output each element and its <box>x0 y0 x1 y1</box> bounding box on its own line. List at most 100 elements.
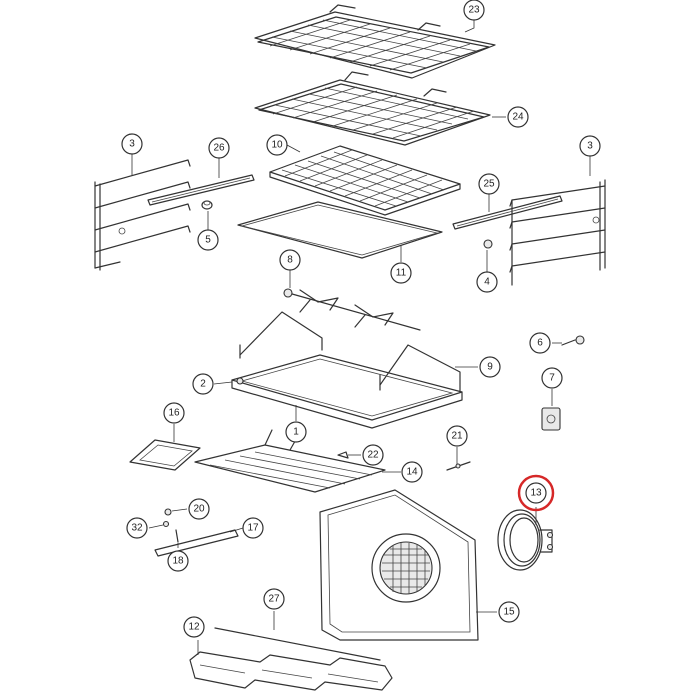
callout-circle <box>507 106 529 128</box>
fan-cover-15 <box>319 489 479 641</box>
callout-number: 6 <box>537 338 543 349</box>
callout-23: 23 <box>463 0 485 21</box>
callout-number: 3 <box>587 141 593 152</box>
highlight-ring <box>517 474 555 512</box>
callout-circle <box>266 134 288 156</box>
callout-circle <box>279 249 301 271</box>
grill-element-14 <box>194 429 386 493</box>
callout-number: 7 <box>549 373 555 384</box>
fastener-5 <box>201 200 213 210</box>
callout-5: 5 <box>197 229 219 251</box>
callout-number: 20 <box>193 504 205 515</box>
callout-27: 27 <box>263 588 285 610</box>
callout-1: 1 <box>285 421 307 443</box>
wire-rack-24 <box>254 71 491 146</box>
callout-25: 25 <box>478 173 500 195</box>
fastener-18 <box>175 529 179 543</box>
strip-17 <box>154 529 239 557</box>
callout-number: 18 <box>172 556 184 567</box>
wire-support-9 <box>239 311 461 393</box>
callout-number: 3 <box>129 139 135 150</box>
callout-number: 32 <box>131 523 143 534</box>
callout-12: 12 <box>183 616 205 638</box>
callout-3: 3 <box>579 135 601 157</box>
callout-circle <box>183 616 205 638</box>
callout-number: 10 <box>271 140 283 151</box>
callout-20: 20 <box>188 498 210 520</box>
callout-number: 12 <box>188 622 200 633</box>
callout-16: 16 <box>163 402 185 424</box>
callout-circle <box>163 402 185 424</box>
screw-32 <box>162 520 170 528</box>
callout-circle <box>390 262 412 284</box>
bottom-element-27 <box>214 627 381 661</box>
callout-circle <box>479 356 501 378</box>
callout-number: 4 <box>484 277 490 288</box>
callout-circle <box>541 367 563 389</box>
callout-number: 27 <box>268 594 280 605</box>
rotisserie-spit-8 <box>283 288 421 331</box>
callout-32: 32 <box>126 517 148 539</box>
fastener-4 <box>483 239 493 249</box>
callout-number: 26 <box>213 143 225 154</box>
callout-10: 10 <box>266 134 288 156</box>
callout-number: 2 <box>200 379 206 390</box>
screw-20 <box>164 508 172 516</box>
callout-17: 17 <box>242 517 264 539</box>
side-rack-right-3 <box>509 179 606 286</box>
wire-rack-23 <box>254 4 496 79</box>
callout-circle <box>525 482 547 504</box>
callout-circle <box>498 601 520 623</box>
callout-22: 22 <box>362 444 384 466</box>
callout-circle <box>197 229 219 251</box>
thermostat-7 <box>541 407 561 431</box>
callout-circle <box>446 425 468 447</box>
callout-18: 18 <box>167 550 189 572</box>
callout-11: 11 <box>390 262 412 284</box>
callout-number: 25 <box>483 179 495 190</box>
callout-number: 24 <box>512 112 524 123</box>
callout-number: 17 <box>247 523 259 534</box>
callout-24: 24 <box>507 106 529 128</box>
circular-heating-element-13 <box>497 509 554 571</box>
callout-3: 3 <box>121 133 143 155</box>
callout-number: 23 <box>468 5 480 16</box>
bracket-21 <box>446 461 471 471</box>
grill-tray-10 <box>269 145 461 216</box>
flat-tray-11 <box>237 201 443 259</box>
callout-26: 26 <box>208 137 230 159</box>
callout-circle <box>188 498 210 520</box>
callout-21: 21 <box>446 425 468 447</box>
callout-6: 6 <box>529 332 551 354</box>
callout-number: 16 <box>168 408 180 419</box>
callout-2: 2 <box>192 373 214 395</box>
callout-number: 22 <box>367 450 379 461</box>
callout-circle <box>285 421 307 443</box>
callout-circle <box>126 517 148 539</box>
callout-circle <box>167 550 189 572</box>
callout-circle <box>529 332 551 354</box>
callout-circle <box>263 588 285 610</box>
callout-14: 14 <box>401 461 423 483</box>
callout-number: 11 <box>396 268 407 279</box>
callout-4: 4 <box>476 271 498 293</box>
callout-8: 8 <box>279 249 301 271</box>
callout-circle <box>579 135 601 157</box>
cover-16 <box>129 439 201 471</box>
callout-number: 13 <box>530 488 542 499</box>
callout-9: 9 <box>479 356 501 378</box>
callout-circle <box>478 173 500 195</box>
callout-circle <box>242 517 264 539</box>
callout-circle <box>401 461 423 483</box>
callout-number: 15 <box>503 607 515 618</box>
callout-circle <box>463 0 485 21</box>
bottom-element-12 <box>189 651 393 691</box>
knob-6 <box>561 335 585 346</box>
clip-22 <box>337 451 349 459</box>
callout-circle <box>192 373 214 395</box>
callout-13: 13 <box>525 482 547 504</box>
callout-number: 8 <box>287 255 293 266</box>
side-rack-left-3 <box>94 159 191 271</box>
